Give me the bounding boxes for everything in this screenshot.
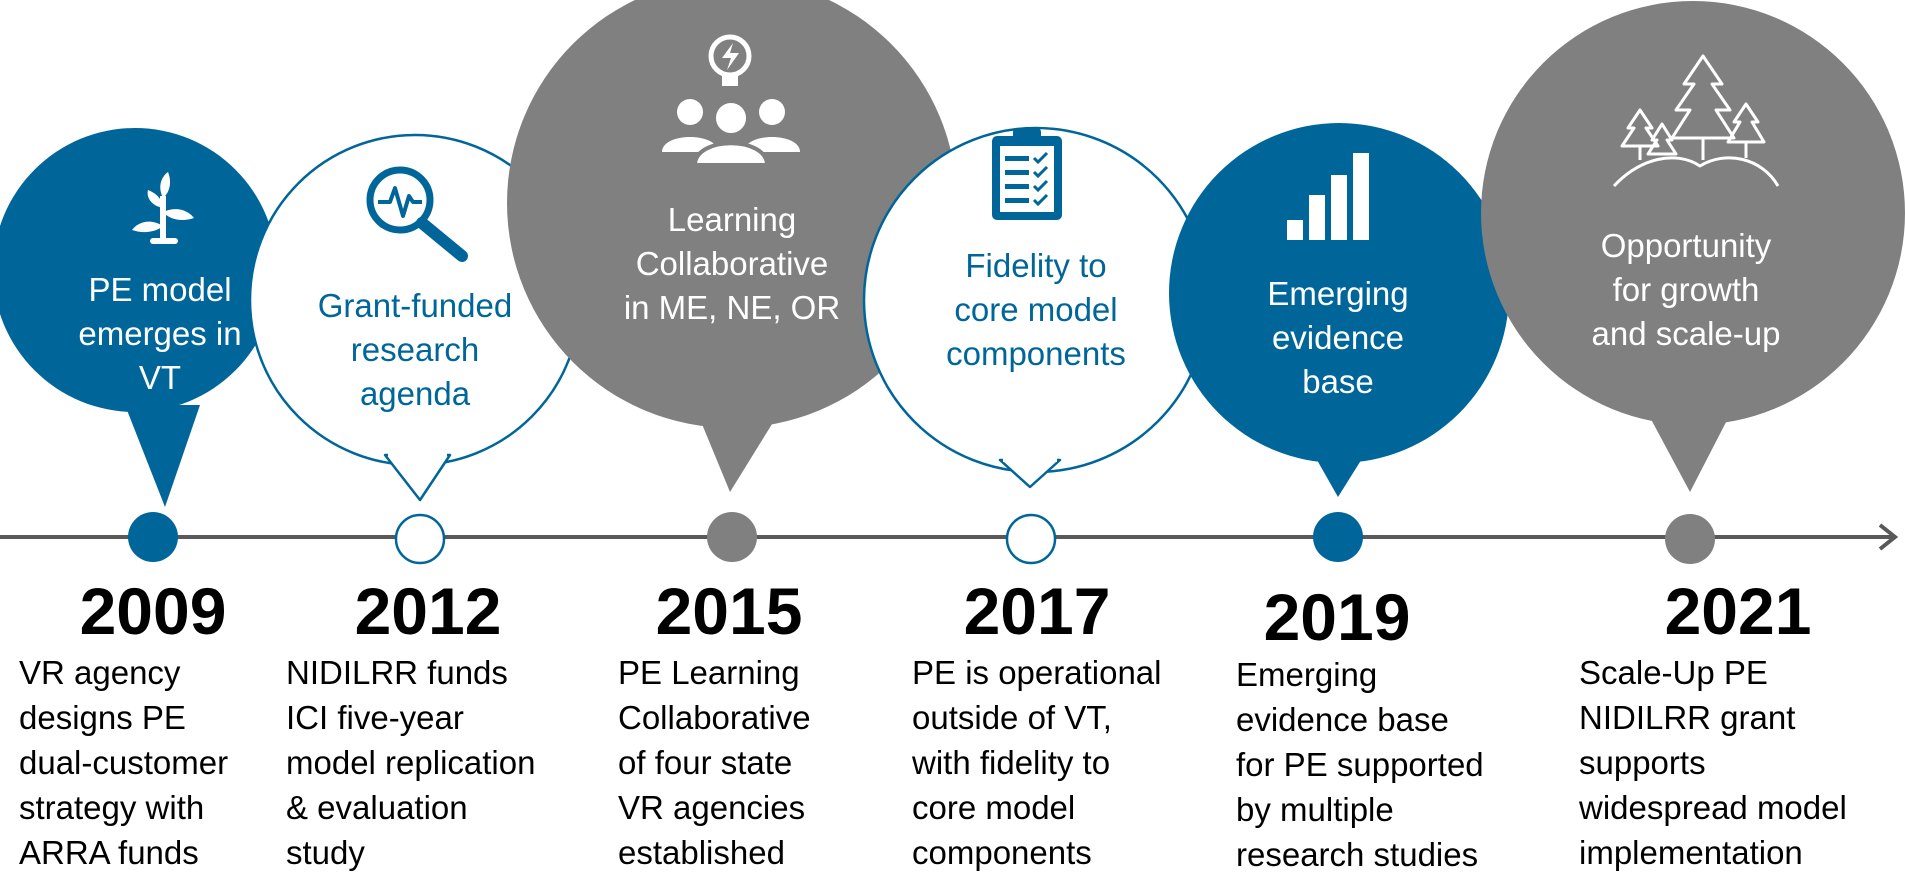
marker-2019 (1313, 512, 1363, 562)
bubble-label-2015: Learning Collaborative in ME, NE, OR (623, 201, 841, 326)
marker-2021 (1665, 514, 1715, 564)
timeline-arrowhead (1878, 523, 1899, 551)
people-lightbulb-icon (662, 34, 800, 167)
year-2017: 2017 (963, 574, 1111, 648)
description-2012: NIDILRR funds ICI five-year model replic… (286, 654, 536, 871)
bubble-2015 (507, 0, 957, 492)
year-2012: 2012 (354, 574, 502, 648)
year-2021: 2021 (1664, 574, 1812, 648)
description-2009: VR agency designs PE dual-customer strat… (19, 654, 229, 871)
bubble-label-2017: Fidelity to core model components (946, 247, 1126, 372)
bubble-2021 (1481, 1, 1905, 492)
bubble-label-2009: PE model emerges in VT (78, 271, 242, 396)
marker-2012 (394, 513, 446, 565)
bar-chart-icon (1287, 153, 1369, 240)
description-2021: Scale-Up PE NIDILRR grant supports wides… (1579, 654, 1847, 871)
year-2009: 2009 (79, 574, 227, 648)
clipboard-checklist-icon (992, 128, 1062, 220)
description-2015: PE Learning Collaborative of four state … (618, 654, 811, 871)
pine-trees-icon (1612, 54, 1780, 188)
bubble-2009 (0, 128, 277, 507)
seedling-icon (132, 172, 194, 244)
magnifier-pulse-icon (366, 166, 468, 262)
year-2019: 2019 (1263, 580, 1411, 654)
marker-2015 (707, 512, 757, 562)
description-2017: PE is operational outside of VT, with fi… (912, 654, 1162, 871)
marker-2009 (128, 512, 178, 562)
bubble-label-2012: Grant-funded research agenda (317, 287, 513, 412)
bubble-2012 (248, 133, 582, 502)
bubble-label-2021: Opportunity for growth and scale-up (1591, 227, 1781, 352)
bubble-label-2019: Emerging evidence base (1267, 275, 1409, 400)
bubble-2019 (1169, 123, 1509, 497)
marker-2017 (1005, 513, 1057, 565)
description-2019: Emerging evidence base for PE supported … (1236, 656, 1484, 873)
year-2015: 2015 (655, 574, 803, 648)
